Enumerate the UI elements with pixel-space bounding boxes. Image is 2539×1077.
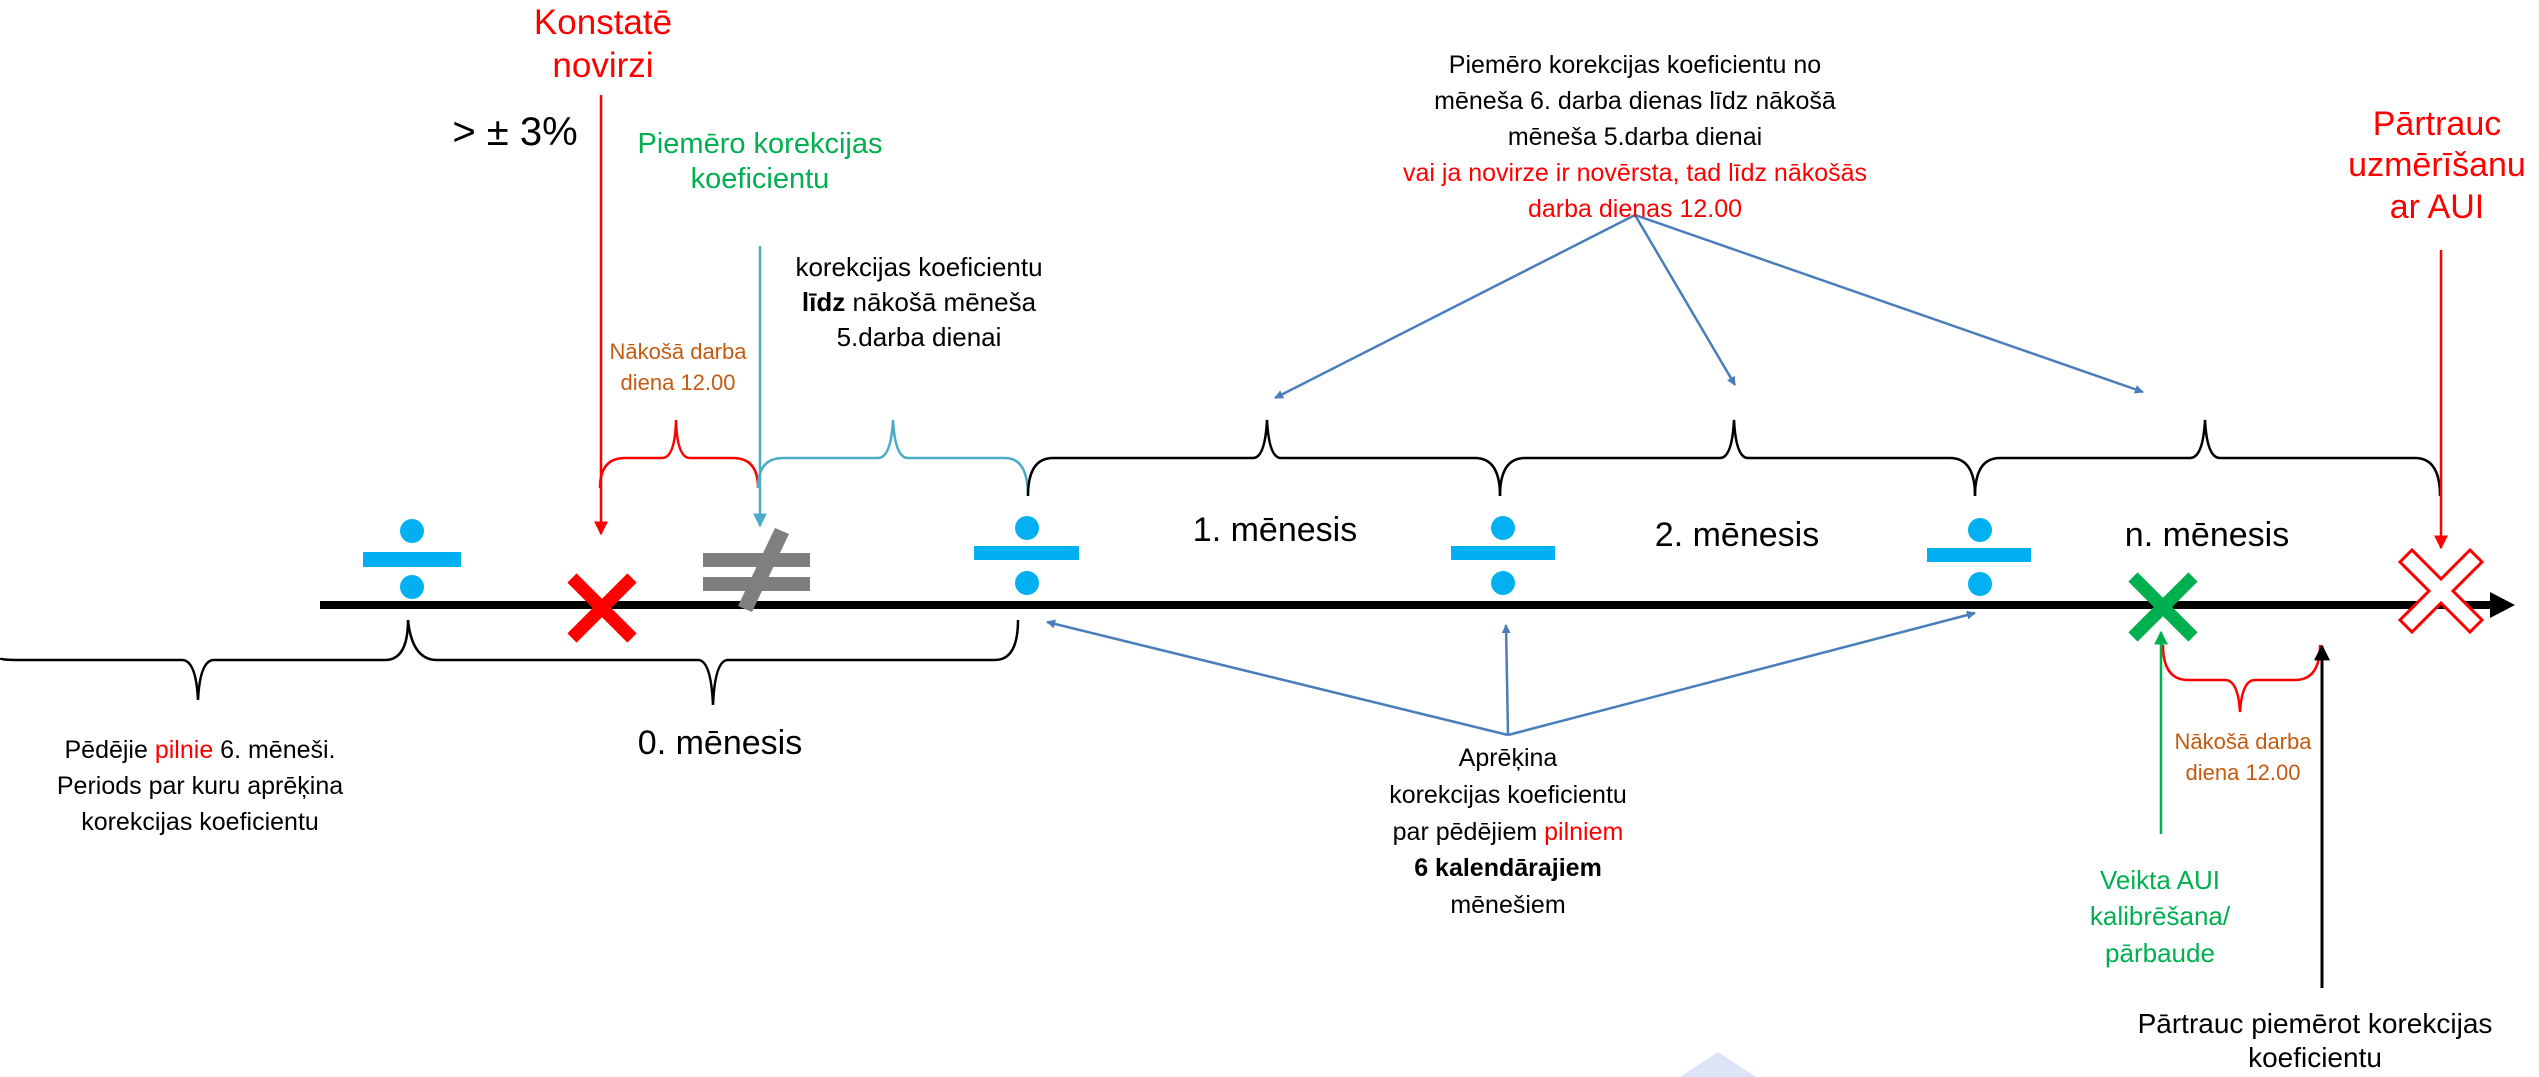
apply-coefficient-label: Piemēro korekcijas koeficientu (620, 127, 900, 198)
divide-icon (1927, 518, 2031, 596)
deviation-label: Konstatē novirzi (520, 2, 686, 87)
apply-coefficient-line2: koeficientu (690, 163, 830, 196)
calculate-line2: korekcijas koeficientu (1389, 780, 1627, 809)
month-n-label: n. mēnesis (2124, 516, 2290, 554)
apply-period-line5: darba dienas 12.00 (1527, 195, 1743, 223)
timeline-arrowhead (2490, 592, 2515, 618)
brace-teal (756, 419, 1030, 497)
divide-icon (1451, 516, 1555, 595)
watermark-shape (1680, 1052, 1756, 1077)
calibration-label: Veikta AUI kalibrēšana/ pārbaude (2060, 862, 2260, 971)
brace-red (598, 419, 760, 489)
calculate-arrow (1507, 610, 1976, 737)
next-workday-top-line2: diena 12.00 (620, 369, 736, 395)
month-2-label: 2. mēnesis (1654, 516, 1820, 554)
deviation-label-line1: Konstatē (533, 3, 673, 42)
last-6-months-post: 6. mēneši. (213, 736, 336, 764)
deviation-cross-icon (567, 573, 637, 643)
calculate-line4: 6 kalendārajiem (1414, 854, 1602, 883)
next-workday-label-top: Nākošā darba diena 12.00 (598, 337, 758, 399)
next-workday-bottom-line2: diena 12.00 (2185, 759, 2301, 785)
last-6-months-pre: Pēdējie (64, 736, 155, 764)
apply-period-line4: vai ja novirze ir novērsta, tad līdz nāk… (1402, 159, 1868, 187)
apply-period-line3: mēneša 5.darba dienai (1507, 123, 1763, 151)
next-workday-bottom-line1: Nākošā darba (2174, 729, 2312, 754)
brace-month-0 (406, 619, 1020, 706)
stop-coefficient-line1: Pārtrauc piemērot korekcijas (2137, 1008, 2493, 1039)
apply-period-line1: Piemēro korekcijas koeficientu no (1448, 51, 1822, 79)
stop-measuring-line1: Pārtrauc (2372, 105, 2502, 143)
calculate-line3: par pēdējiem pilniem (1350, 814, 1666, 851)
month-0-label: 0. mēnesis (637, 724, 803, 762)
stop-measuring-cross-icon (2397, 547, 2485, 635)
calculate-arrow (1046, 619, 1509, 737)
calculate-line1: Aprēķina (1458, 744, 1558, 772)
stop-measuring-label: Pārtrauc uzmērīšanu ar AUI (2335, 104, 2539, 228)
apply-period-arrow (1634, 213, 2144, 394)
last-6-months-line3: korekcijas koeficientu (81, 808, 319, 836)
stop-coefficient-line2: koeficientu (2248, 1042, 2382, 1074)
coefficient-until-line1: korekcijas koeficientu (795, 252, 1043, 282)
calibration-line1: Veikta AUI (2100, 865, 2220, 895)
apply-period-arrow (1274, 213, 1636, 400)
apply-period-label: Piemēro korekcijas koeficientu no mēneša… (1350, 47, 1920, 227)
calibration-cross-icon (2128, 572, 2198, 642)
deviation-label-line2: novirzi (552, 45, 654, 85)
apply-period-line2: mēneša 6. darba dienas līdz nākošā (1434, 87, 1836, 115)
calculate-line3-red: pilniem (1544, 817, 1624, 846)
divide-icon (363, 519, 461, 599)
not-equal-icon (703, 528, 810, 612)
stop-measuring-line2: uzmērīšanu (2348, 146, 2526, 185)
brace-last-6-months (0, 619, 410, 701)
last-6-months-red: pilnie (154, 736, 214, 764)
apply-period-arrow (1633, 214, 1737, 386)
threshold-label: > ± 3% (452, 110, 578, 154)
stop-measuring-line3: ar AUI (2389, 187, 2485, 226)
brace-month-1 (1026, 419, 1502, 497)
divide-icon (974, 516, 1079, 595)
stop-coefficient-label: Pārtrauc piemērot korekcijas koeficientu (2095, 1007, 2535, 1075)
calculate-line5: mēnešiem (1450, 891, 1566, 919)
calculate-arrow (1501, 624, 1511, 736)
next-workday-top-line1: Nākošā darba (609, 339, 747, 364)
next-workday-label-bottom: Nākošā darba diena 12.00 (2163, 727, 2323, 789)
calibration-line2: kalibrēšana/ (2089, 901, 2231, 932)
last-6-months-line2: Periods par kuru aprēķina (56, 772, 344, 800)
month-1-label: 1. mēnesis (1192, 511, 1358, 549)
brace-month-2 (1498, 419, 1977, 497)
apply-coefficient-line1: Piemēro korekcijas (637, 128, 883, 160)
calculate-label: Aprēķina korekcijas koeficientu par pēdē… (1350, 740, 1666, 924)
coefficient-until-line3: 5.darba dienai (836, 322, 1002, 353)
coefficient-until-bold: līdz (801, 287, 846, 318)
last-6-months-label: Pēdējie pilnie 6. mēneši. Periods par ku… (20, 732, 380, 840)
coefficient-until-rest: nākošā mēneša (845, 287, 1037, 318)
brace-red-bottom (2161, 644, 2322, 713)
coefficient-until-label: korekcijas koeficientu līdz nākošā mēneš… (762, 250, 1076, 355)
coefficient-until-line2: līdz nākošā mēneša (762, 285, 1076, 320)
calculate-line3-pre: par pēdējiem (1392, 817, 1545, 846)
calibration-line3: pārbaude (2105, 937, 2215, 968)
last-6-months-line1: Pēdējie pilnie 6. mēneši. (20, 732, 380, 768)
brace-month-n (1973, 419, 2442, 497)
